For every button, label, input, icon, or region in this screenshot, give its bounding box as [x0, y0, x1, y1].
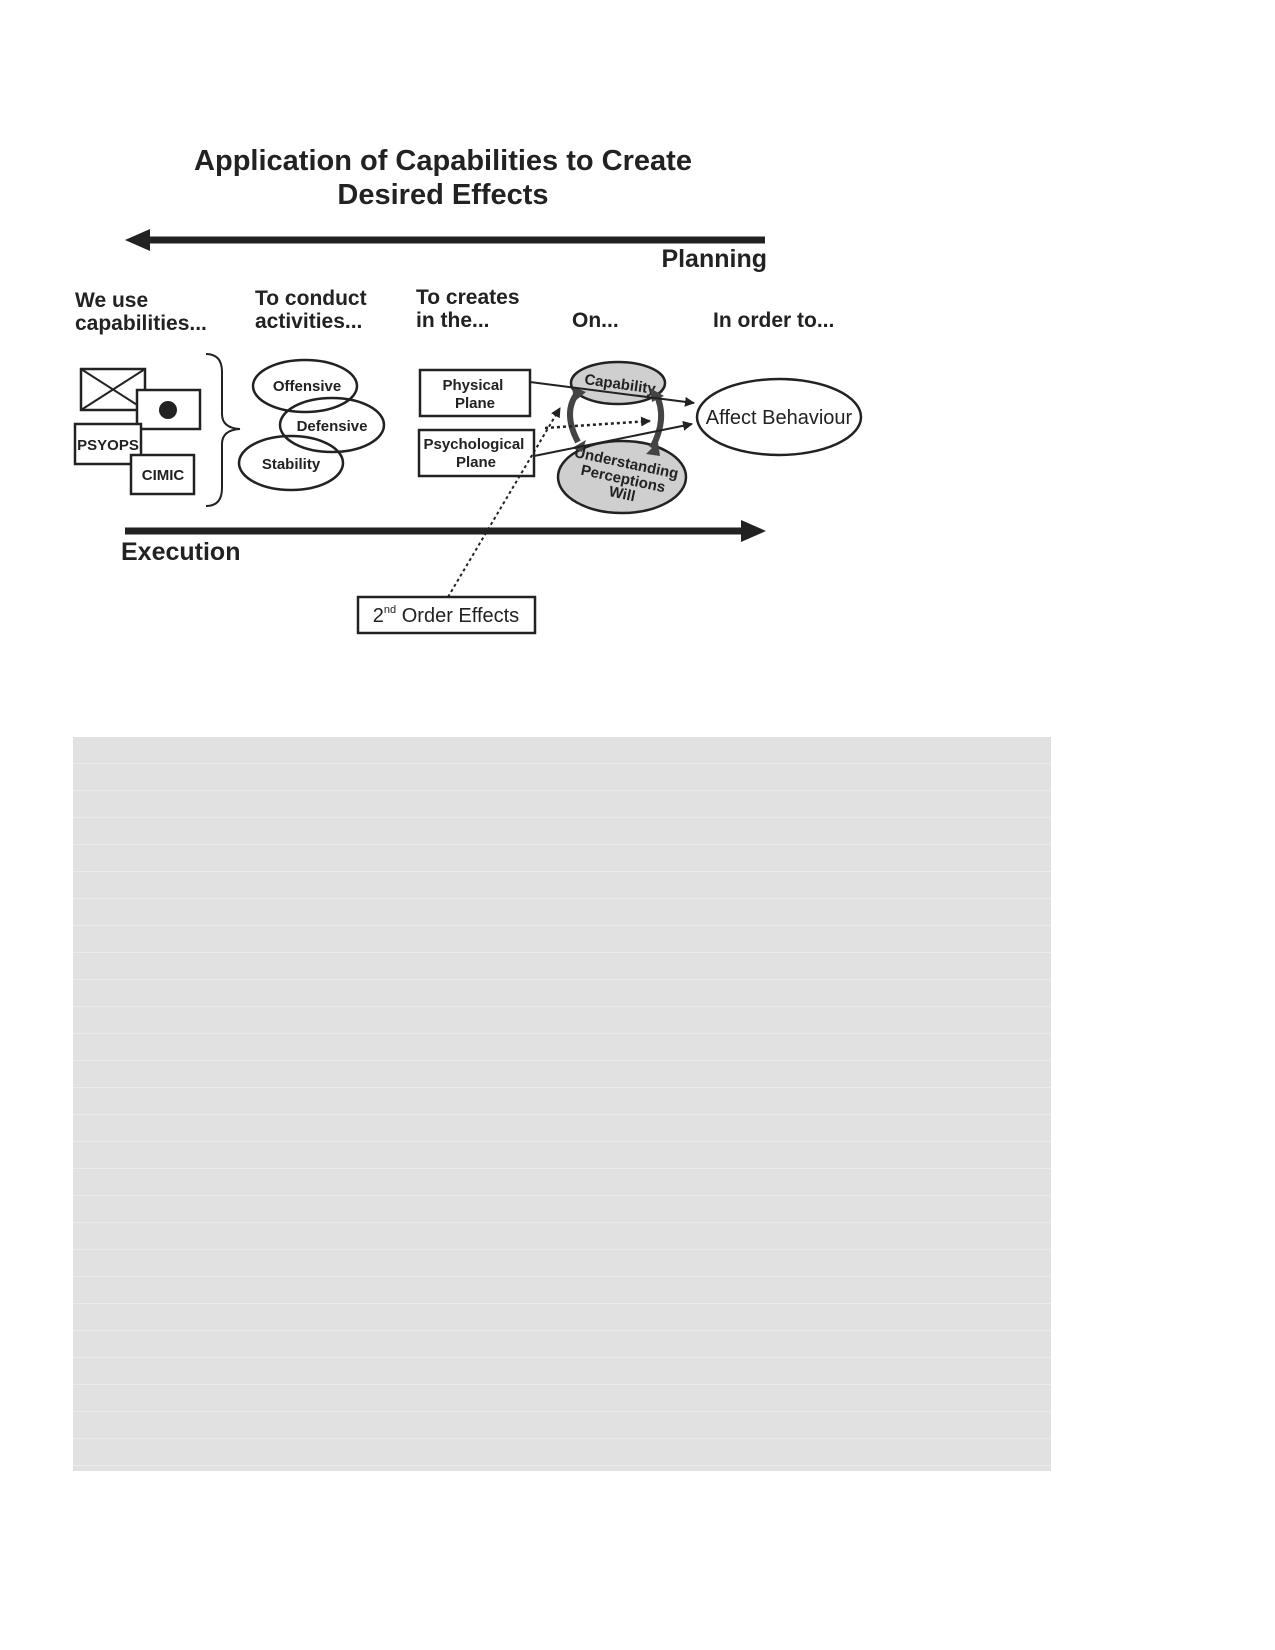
activity-label-defensive: Defensive [297, 418, 368, 435]
capabilities-effects-diagram: Application of Capabilities to Create De… [73, 145, 863, 635]
activity-label-stability: Stability [262, 456, 321, 473]
diagram-title-line1: Application of Capabilities to Create [194, 145, 692, 177]
cimic-label: CIMIC [142, 467, 185, 484]
gray-background-panel [73, 737, 1051, 1471]
second-order-effects-label: 2nd Order Effects [373, 604, 519, 627]
physical-plane-label: Physical Plane [442, 377, 507, 412]
psychological-plane-box: Psychological Plane [417, 428, 536, 478]
cimic-box: CIMIC [129, 453, 196, 496]
psychological-to-behaviour-arrow [533, 420, 693, 457]
artillery-symbol-icon [135, 388, 202, 431]
activity-oval-offensive: Offensive [251, 358, 359, 414]
execution-label: Execution [121, 538, 240, 566]
physical-plane-box: Physical Plane [418, 368, 532, 418]
planning-label: Planning [661, 245, 767, 273]
cycle-arrows [567, 386, 665, 456]
column-heading-order: In order to... [713, 309, 834, 332]
physical-to-behaviour-arrow [529, 381, 695, 407]
second-order-effects-box: 2nd Order Effects [356, 595, 537, 635]
column-heading-capabilities: We use capabilities... [75, 289, 207, 335]
understanding-target-oval: Understanding Perceptions Will [556, 439, 688, 515]
activity-oval-stability: Stability [237, 434, 345, 492]
column-heading-activities: To conduct activities... [255, 287, 372, 333]
activities-to-behaviour-dotted-arrow [544, 416, 651, 430]
infantry-symbol-icon [79, 367, 147, 412]
column-heading-on: On... [572, 309, 619, 332]
execution-arrow [125, 520, 766, 542]
activity-label-offensive: Offensive [273, 378, 341, 395]
planning-arrow [125, 229, 765, 251]
psyops-label: PSYOPS [77, 437, 139, 454]
diagram-title-line2: Desired Effects [337, 179, 548, 211]
affect-behaviour-oval: Affect Behaviour [695, 377, 863, 457]
activity-oval-defensive: Defensive [278, 396, 386, 454]
affect-behaviour-label: Affect Behaviour [706, 407, 853, 429]
psychological-plane-label: Psychological Plane [423, 436, 528, 471]
grouping-brace [205, 353, 241, 507]
column-heading-creates: To creates in the... [416, 286, 525, 332]
second-order-dotted-arrow [447, 407, 561, 598]
